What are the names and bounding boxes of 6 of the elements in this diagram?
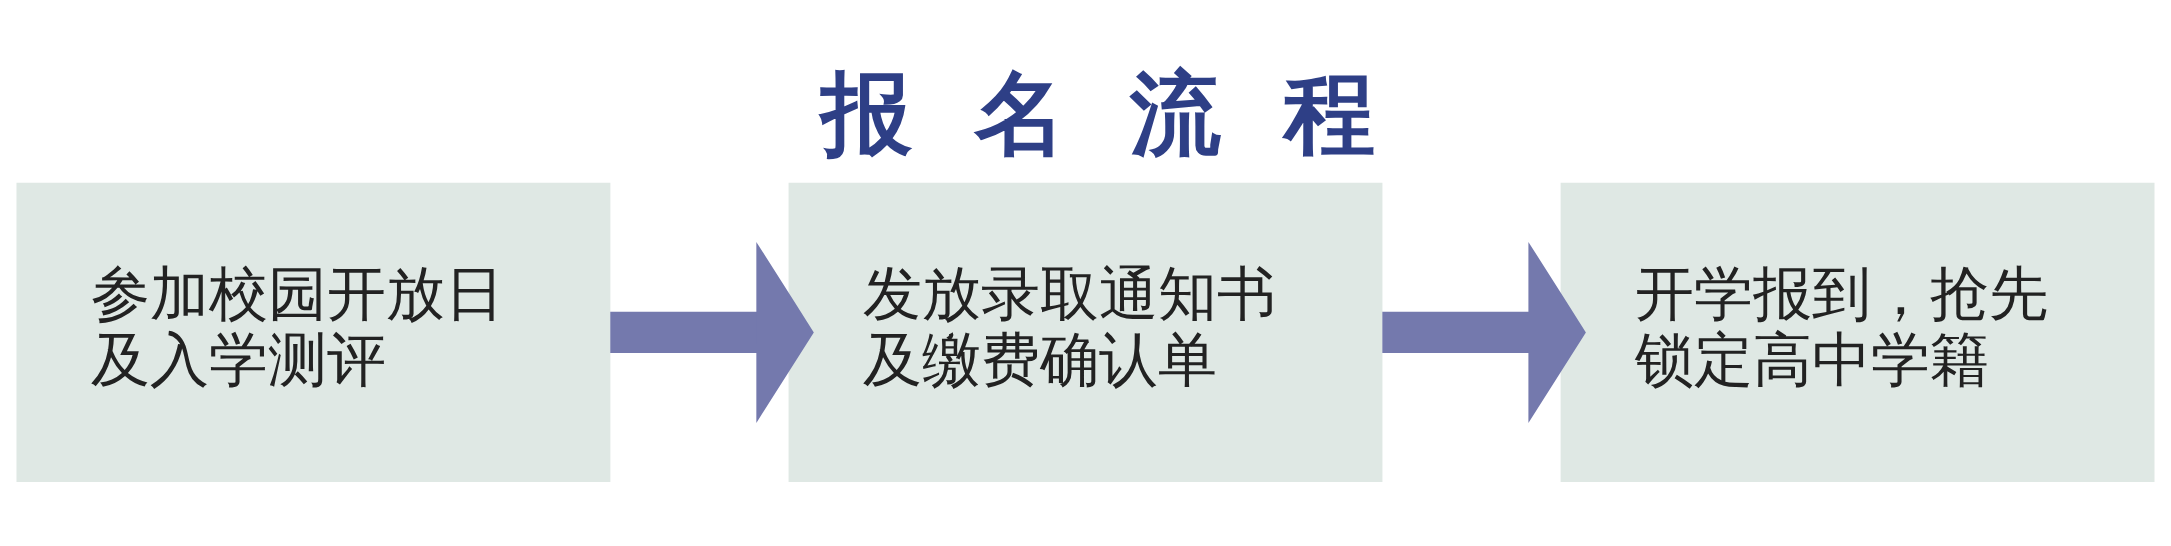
- node-box: 开学报到，抢先锁定高中学籍: [1560, 182, 2155, 482]
- node-box: 发放录取通知书及缴费确认单: [788, 182, 1383, 482]
- node-box: 参加校园开放日及入学测评: [16, 182, 611, 482]
- arrow: [610, 241, 814, 423]
- diagram-title: 报 名 流 程: [820, 60, 1376, 168]
- arrow: [1382, 241, 1586, 423]
